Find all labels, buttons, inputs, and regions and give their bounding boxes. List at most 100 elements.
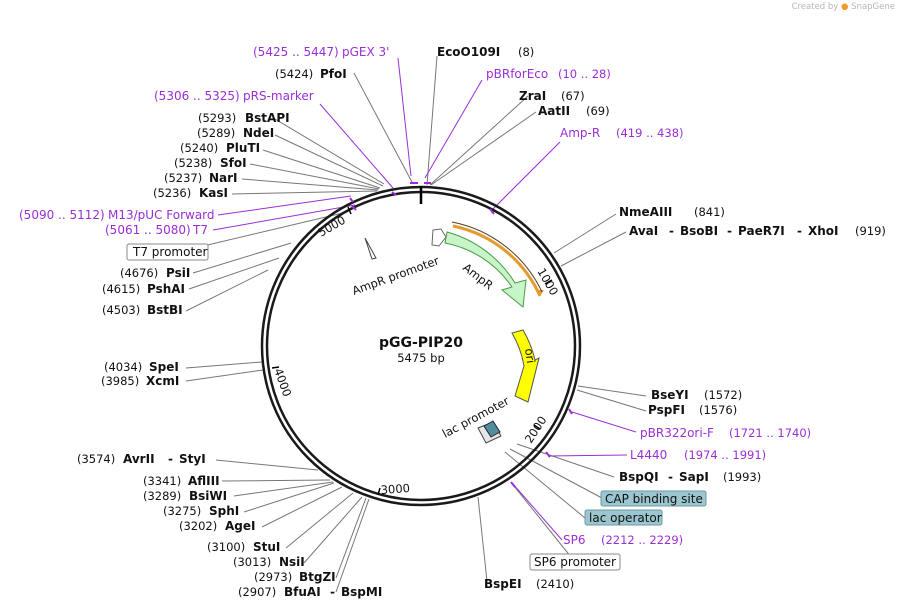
sp6-promoter-box xyxy=(529,553,621,571)
tick-marks xyxy=(271,206,553,496)
avrii-n1: AvrII xyxy=(123,452,155,466)
leader-afliii xyxy=(221,479,331,482)
bstbi-name: BstBI xyxy=(147,303,183,317)
spei-pos: (4034) xyxy=(104,360,142,374)
orange-arc-outline xyxy=(451,221,543,293)
ava-n1: AvaI xyxy=(629,224,658,238)
xcmi-pos: (3985) xyxy=(101,374,139,388)
leader-spei xyxy=(185,361,263,369)
prs-range: (5306 .. 5325) xyxy=(154,89,240,103)
nmeaiii-pos: (841) xyxy=(694,205,725,219)
pfoi-pos: (5424) xyxy=(275,67,313,81)
zrai-pos: (67) xyxy=(561,89,585,103)
leader-bfuai xyxy=(335,498,370,593)
credit-brand: SnapGene xyxy=(851,2,895,12)
leader-prs xyxy=(319,103,394,189)
ori-label: ori xyxy=(522,347,538,364)
tick-2000: 2000 xyxy=(522,413,550,445)
leader-aatii xyxy=(430,111,537,186)
plasmid-size: 5475 bp xyxy=(397,351,445,365)
bstapi-pos: (5293) xyxy=(198,111,236,125)
agei-name: AgeI xyxy=(225,519,255,533)
leader-ampr-primer xyxy=(491,141,561,211)
plasmid-name: pGG-PIP20 xyxy=(379,335,463,351)
bfuai-n1: BfuAI xyxy=(284,585,321,599)
leader-bseyi xyxy=(577,385,647,397)
leader-l4440 xyxy=(547,454,628,457)
nsii-name: NsiI xyxy=(279,555,305,569)
ava-n3: PaeR7I xyxy=(738,224,785,238)
ava-sep1: - xyxy=(669,224,674,238)
pbrforeco-range: (10 .. 28) xyxy=(558,67,611,81)
pgex3-range: (5425 .. 5447) xyxy=(253,45,339,59)
cap-binding-site-label: CAP binding site xyxy=(605,492,703,506)
bstapi-name: BstAPI xyxy=(245,111,290,125)
stui-pos: (3100) xyxy=(207,540,245,554)
avrii-pos: (3574) xyxy=(77,452,115,466)
pspfi-name: PspFI xyxy=(648,403,685,417)
pbr322-name: pBR322ori-F xyxy=(640,426,714,440)
bseyi-name: BseYI xyxy=(651,388,689,402)
afliii-pos: (3341) xyxy=(143,474,181,488)
leader-t7 xyxy=(212,204,356,231)
nari-name: NarI xyxy=(209,171,238,185)
ava-pos: (919) xyxy=(855,224,886,238)
bspei-pos: (2410) xyxy=(536,577,574,591)
leader-zrai xyxy=(429,95,529,186)
xcmi-name: XcmI xyxy=(146,374,179,388)
psii-pos: (4676) xyxy=(120,266,158,280)
t7-promoter-label: T7 promoter xyxy=(132,245,208,259)
lac-operator-label: lac operator xyxy=(589,511,662,525)
leader-bspqi xyxy=(516,443,615,478)
leader-nsii xyxy=(303,496,363,564)
ampr-feature xyxy=(444,231,527,308)
bfuai-sep: - xyxy=(330,585,335,599)
ampr-primer-name: Amp-R xyxy=(560,126,600,140)
leader-cap xyxy=(509,448,603,499)
leader-ndei xyxy=(274,134,384,187)
primer-marks xyxy=(349,182,573,488)
leader-btgzi xyxy=(335,497,367,579)
aatii-name: AatII xyxy=(538,104,570,118)
ecoo109i-pos: (8) xyxy=(518,45,534,59)
afliii-name: AflIII xyxy=(188,474,220,488)
leader-avrii xyxy=(215,459,319,471)
leader-ava xyxy=(560,231,627,267)
leader-nmeaiii xyxy=(553,213,617,254)
lac-operator-box xyxy=(584,509,663,526)
ndei-pos: (5289) xyxy=(197,126,235,140)
leader-pspfi xyxy=(576,389,647,412)
sp6-range: (2212 .. 2229) xyxy=(601,533,683,547)
zrai-name: ZraI xyxy=(519,89,546,103)
prs-name: pRS-marker xyxy=(243,89,314,103)
leader-lines xyxy=(177,55,647,593)
kasi-pos: (5236) xyxy=(153,186,191,200)
nmeaiii-name: NmeAIII xyxy=(619,205,672,219)
leader-sfoi xyxy=(249,163,380,190)
m13-name: M13/pUC Forward xyxy=(108,208,215,222)
pspfi-pos: (1576) xyxy=(699,403,737,417)
bspei-name: BspEI xyxy=(484,577,522,591)
leader-ecoo109i xyxy=(426,55,438,186)
leader-nari xyxy=(241,178,379,191)
sp6-name: SP6 xyxy=(563,533,586,547)
bspqi-n1: BspQI xyxy=(619,470,659,484)
bspqi-pos: (1993) xyxy=(723,470,761,484)
bfuai-n2: BspMI xyxy=(341,585,382,599)
ampr-primer-range: (419 .. 438) xyxy=(616,126,684,140)
cap-binding-site-box xyxy=(600,490,707,507)
sp6-promoter-label: SP6 promoter xyxy=(534,555,616,569)
leader-stui xyxy=(285,492,354,549)
m13-range: (5090 .. 5112) xyxy=(19,208,105,222)
ava-n2: BsoBI xyxy=(680,224,718,238)
leader-sp6promoter xyxy=(513,485,576,563)
ori-feature xyxy=(511,329,540,403)
btgzi-name: BtgZI xyxy=(299,570,336,584)
ampr-promoter-label: AmpR promoter xyxy=(350,253,441,298)
leader-pfoi xyxy=(353,72,414,185)
kasi-name: KasI xyxy=(199,186,228,200)
leader-psii xyxy=(192,242,292,274)
leader-bspei xyxy=(477,496,488,582)
ampr-label: AmpR xyxy=(460,260,496,292)
pshai-pos: (4615) xyxy=(102,282,140,296)
